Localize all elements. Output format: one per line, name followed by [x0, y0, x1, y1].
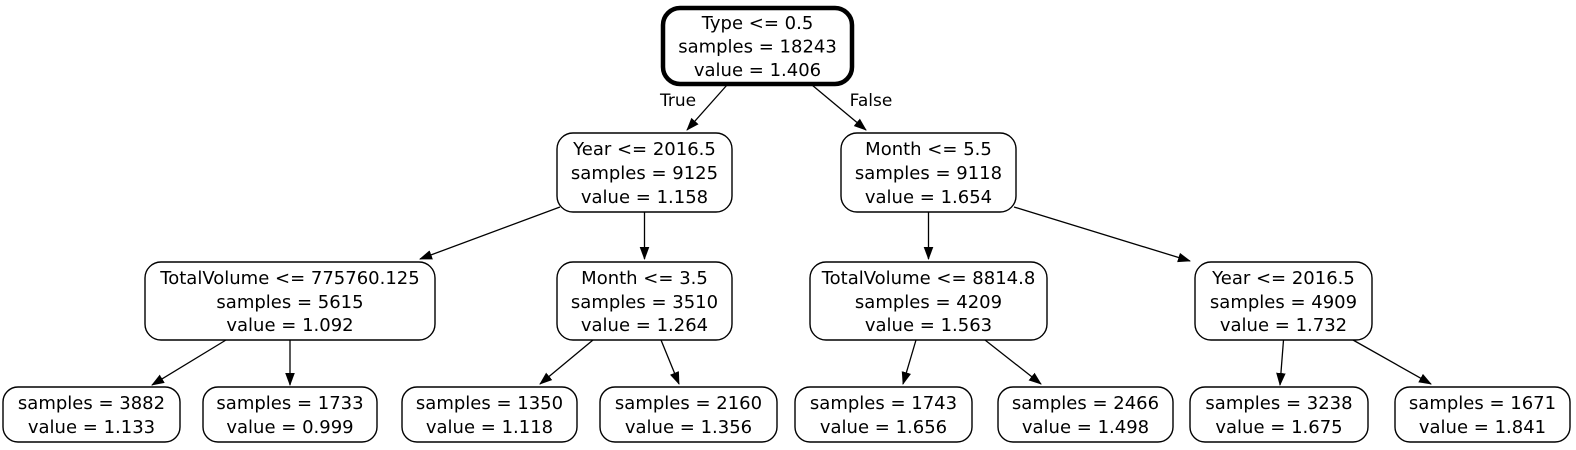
node-box: [556, 261, 733, 341]
node-condition: Month <= 5.5: [865, 139, 992, 160]
node-value: value = 1.406: [694, 60, 821, 81]
node-box: [1194, 261, 1373, 341]
edge-label-true: True: [659, 91, 696, 111]
node-samples: samples = 18243: [678, 37, 837, 58]
node-samples: samples = 1671: [1409, 393, 1556, 414]
tree-node-totalvolume-1: TotalVolume <= 775760.125 samples = 5615…: [144, 261, 436, 341]
tree-node-root: Type <= 0.5 samples = 18243 value = 1.40…: [660, 5, 855, 87]
tree-leaf-4: samples = 2160 value = 1.356: [599, 386, 778, 443]
root-node-box: [660, 5, 855, 87]
node-samples: samples = 9125: [571, 163, 718, 184]
tree-edges: [151, 84, 1432, 386]
edge-totalvolume-2-to-leaf-5: [901, 339, 917, 385]
node-value: value = 1.264: [581, 315, 708, 336]
node-box: [401, 386, 578, 443]
node-value: value = 1.656: [820, 417, 947, 438]
node-value: value = 1.092: [226, 315, 353, 336]
node-samples: samples = 1743: [810, 393, 957, 414]
node-samples: samples = 1733: [216, 393, 363, 414]
node-value: value = 1.732: [1220, 315, 1347, 336]
node-box: [202, 386, 378, 443]
node-value: value = 1.675: [1215, 417, 1342, 438]
node-box: [840, 132, 1017, 213]
node-box: [1394, 386, 1571, 443]
node-box: [556, 132, 733, 213]
edge-root-to-month-right: [811, 84, 867, 131]
edge-year-right-to-leaf-8: [1352, 339, 1432, 385]
tree-node-month-right: Month <= 5.5 samples = 9118 value = 1.65…: [840, 132, 1017, 213]
node-samples: samples = 3510: [571, 292, 718, 313]
node-value: value = 1.563: [865, 315, 992, 336]
edge-totalvolume-1-to-leaf-1: [151, 339, 227, 386]
node-samples: samples = 9118: [855, 163, 1002, 184]
edge-label-false: False: [850, 91, 893, 111]
node-samples: samples = 3882: [18, 393, 165, 414]
node-samples: samples = 4209: [855, 292, 1002, 313]
node-samples: samples = 2160: [615, 393, 762, 414]
node-value: value = 1.158: [581, 187, 708, 208]
edge-year-right-to-leaf-7: [1276, 339, 1286, 386]
node-samples: samples = 5615: [216, 292, 363, 313]
edge-root-to-year-left: [686, 84, 728, 131]
tree-leaf-2: samples = 1733 value = 0.999: [202, 386, 378, 443]
node-condition: TotalVolume <= 775760.125: [159, 268, 419, 289]
tree-node-totalvolume-2: TotalVolume <= 8814.8 samples = 4209 val…: [809, 261, 1048, 341]
node-value: value = 1.356: [625, 417, 752, 438]
tree-node-year-left: Year <= 2016.5 samples = 9125 value = 1.…: [556, 132, 733, 213]
node-box: [599, 386, 778, 443]
node-value: value = 1.654: [865, 187, 992, 208]
edge-totalvolume-2-to-leaf-6: [984, 339, 1042, 385]
node-box: [997, 386, 1174, 443]
tree-node-month-35: Month <= 3.5 samples = 3510 value = 1.26…: [556, 261, 733, 341]
node-value: value = 0.999: [226, 417, 353, 438]
node-value: value = 1.841: [1419, 417, 1546, 438]
node-condition: Month <= 3.5: [581, 268, 708, 289]
tree-leaf-6: samples = 2466 value = 1.498: [997, 386, 1174, 443]
node-box: [2, 386, 181, 443]
node-samples: samples = 4909: [1210, 292, 1357, 313]
tree-leaf-7: samples = 3238 value = 1.675: [1189, 386, 1369, 443]
node-value: value = 1.498: [1022, 417, 1149, 438]
node-samples: samples = 1350: [416, 393, 563, 414]
node-condition: Year <= 2016.5: [1211, 268, 1355, 289]
edge-year-left-to-totalvolume-1: [419, 206, 561, 260]
node-condition: Type <= 0.5: [701, 13, 814, 34]
tree-leaf-5: samples = 1743 value = 1.656: [794, 386, 973, 443]
edge-month-35-to-leaf-3: [539, 339, 594, 385]
tree-leaf-8: samples = 1671 value = 1.841: [1394, 386, 1571, 443]
edge-month-35-to-leaf-4: [660, 339, 680, 385]
node-value: value = 1.118: [426, 417, 553, 438]
node-box: [809, 261, 1048, 341]
node-box: [144, 261, 436, 341]
node-condition: TotalVolume <= 8814.8: [821, 268, 1036, 289]
node-samples: samples = 3238: [1205, 393, 1352, 414]
node-box: [1189, 386, 1369, 443]
edge-month-right-to-year-right: [1013, 206, 1191, 263]
node-box: [794, 386, 973, 443]
node-condition: Year <= 2016.5: [572, 139, 716, 160]
node-value: value = 1.133: [28, 417, 155, 438]
tree-node-year-right: Year <= 2016.5 samples = 4909 value = 1.…: [1194, 261, 1373, 341]
tree-leaf-3: samples = 1350 value = 1.118: [401, 386, 578, 443]
node-samples: samples = 2466: [1012, 393, 1159, 414]
tree-leaf-1: samples = 3882 value = 1.133: [2, 386, 181, 443]
